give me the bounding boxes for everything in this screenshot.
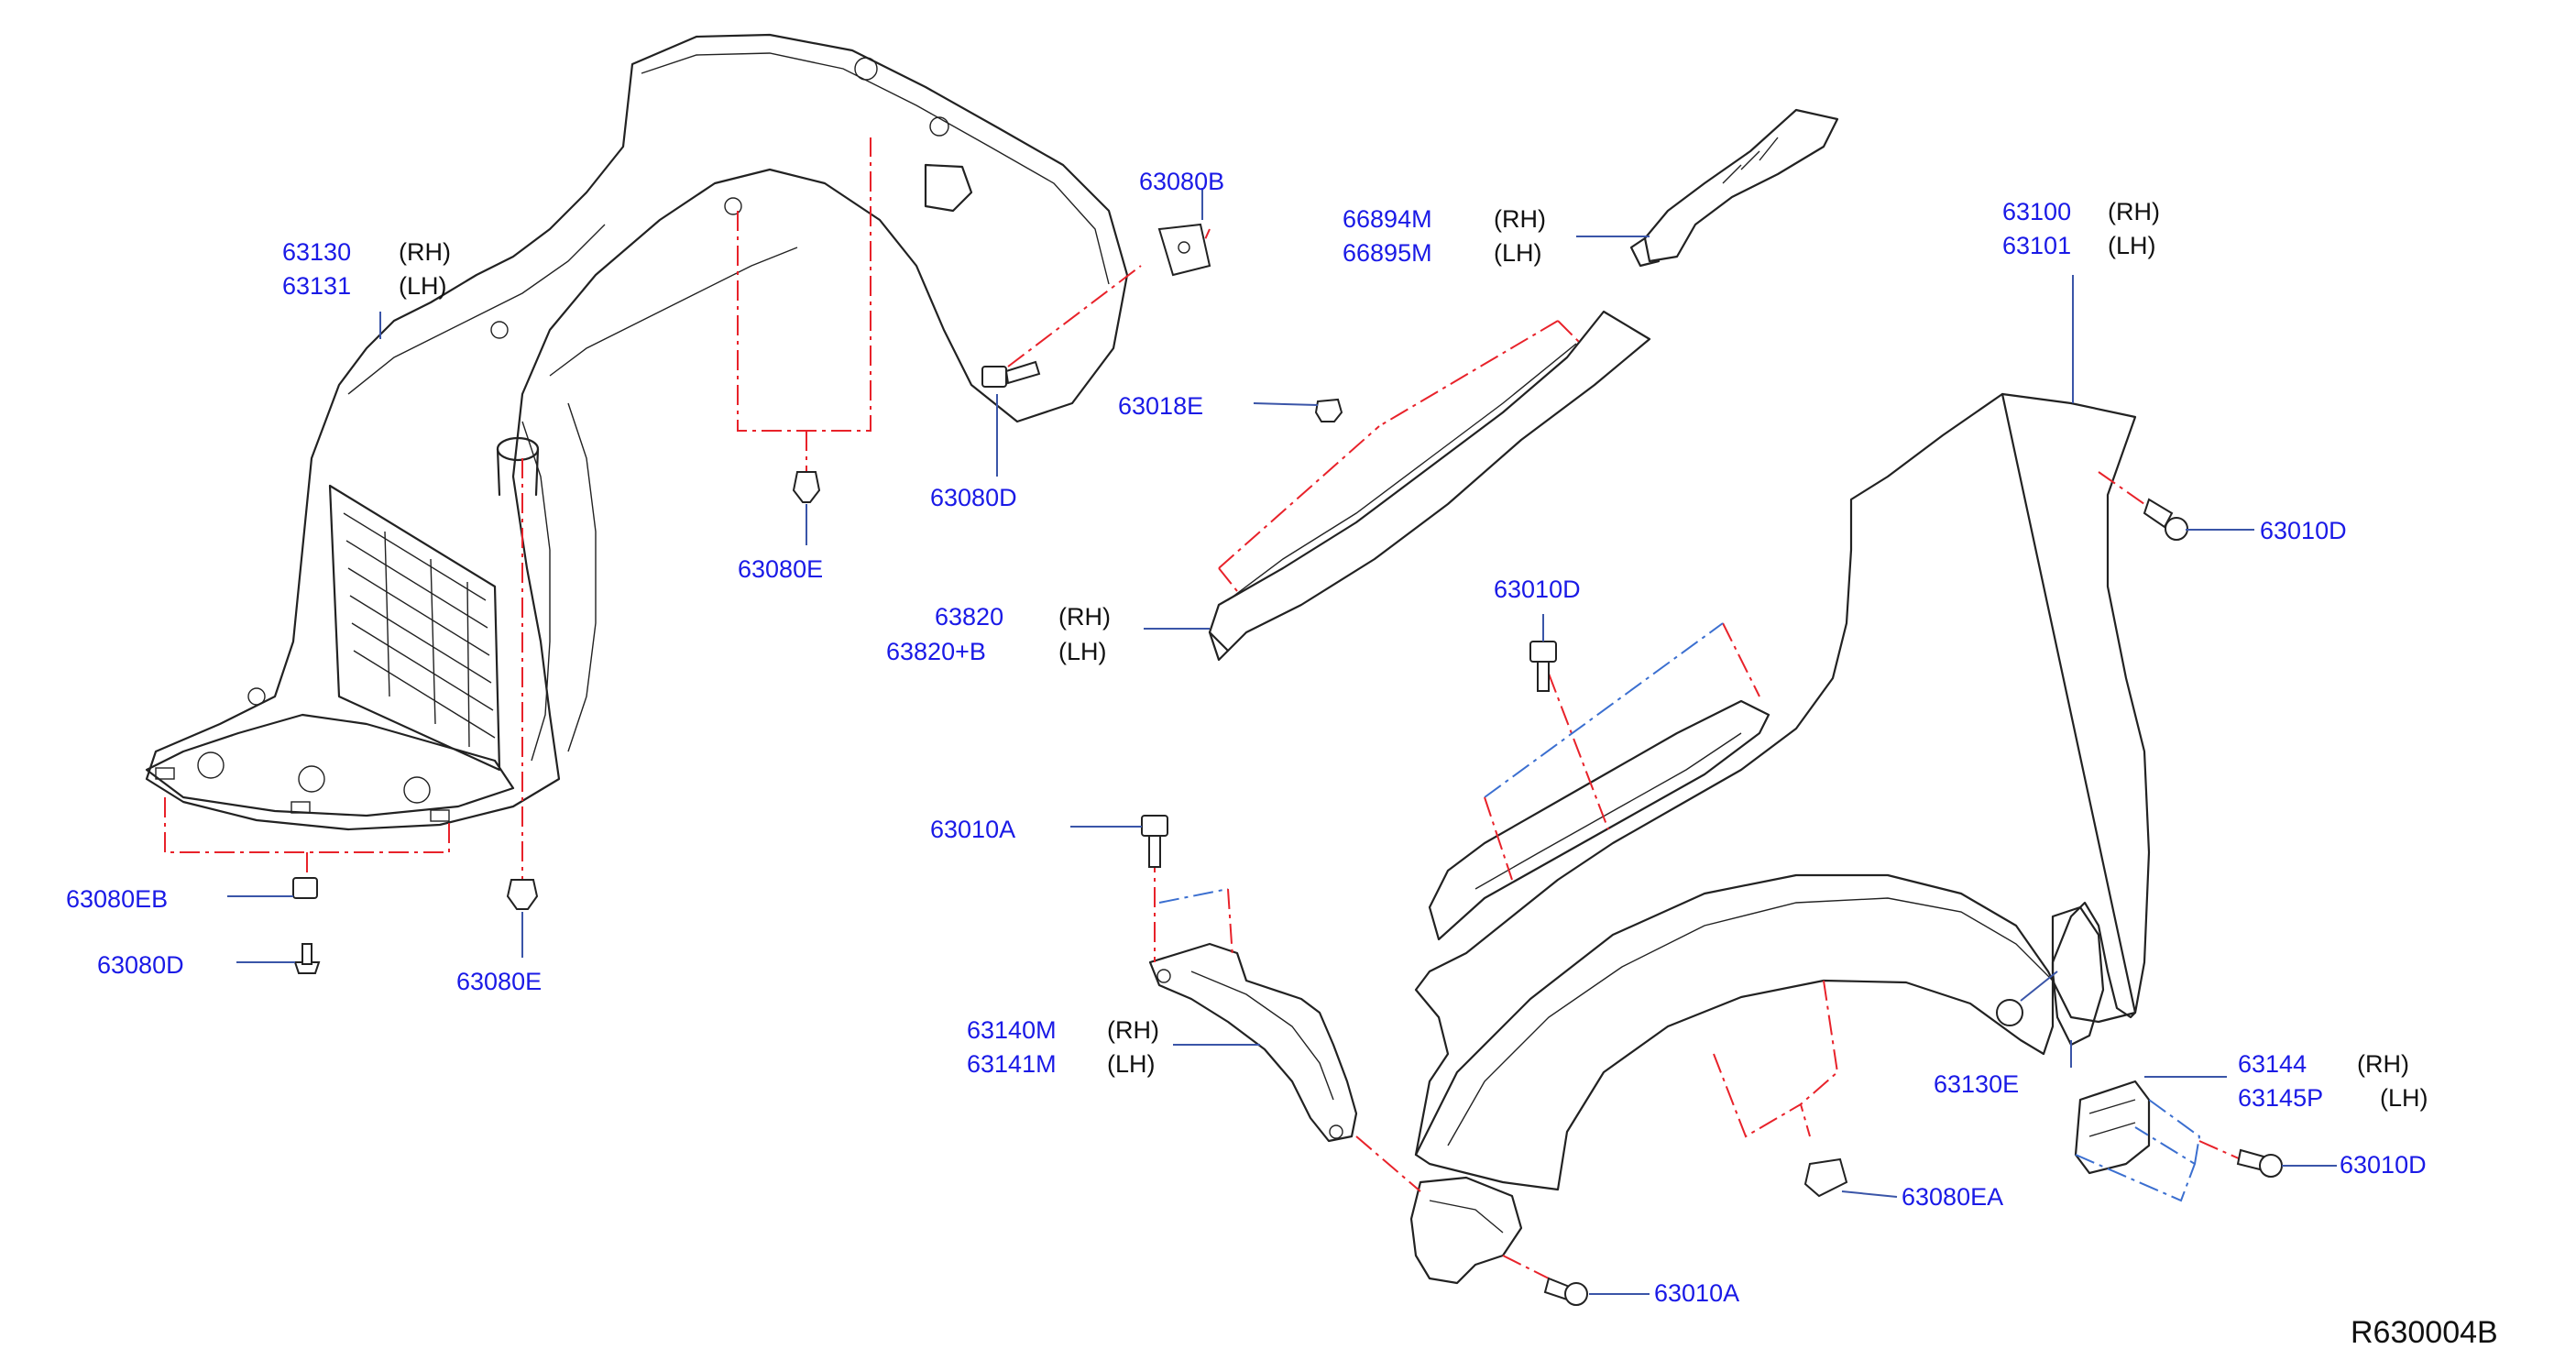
callout-63080d-bottom: 63080D xyxy=(97,951,184,979)
callout-66894m-lh: (LH) xyxy=(1494,239,1542,267)
callout-63010d-bottom-pn: 63010D xyxy=(2340,1151,2427,1179)
bolt-63010d-right-icon xyxy=(2143,498,2188,541)
callout-66894m: 66894M (RH) 66895M (LH) xyxy=(1343,205,1546,267)
fender-bracket-part xyxy=(1148,942,1358,1143)
clip-63080e-mid-icon xyxy=(792,471,821,503)
callout-63080b-pn: 63080B xyxy=(1139,168,1224,195)
leader-lines xyxy=(227,188,2337,1295)
fender-liner-part xyxy=(145,33,1129,831)
clip-63080e-bottom-icon xyxy=(506,879,539,910)
callout-63080e-mid: 63080E xyxy=(738,555,823,583)
callout-63100-lh: (LH) xyxy=(2108,232,2156,259)
callout-63080e-bottom-pn: 63080E xyxy=(456,968,542,995)
callout-63010d-bottom: 63010D xyxy=(2340,1151,2427,1179)
callout-66894m-pn-rh: 66894M xyxy=(1343,205,1432,233)
nut-63130e-icon xyxy=(1996,999,2023,1026)
rear-fender-bracket-part xyxy=(2074,1080,2151,1175)
callout-63010d-right: 63010D xyxy=(2260,517,2347,544)
callout-63100: 63100 (RH) 63101 (LH) xyxy=(2002,198,2160,259)
nut-63080eb-icon xyxy=(292,877,318,899)
callout-63080eb-pn: 63080EB xyxy=(66,885,168,913)
callout-63820-pn-rh: 63820 xyxy=(935,603,1003,631)
bolt-63010d-bottom-icon xyxy=(2236,1148,2283,1178)
assembly-centerlines xyxy=(164,137,2242,1284)
callout-63130e-pn: 63130E xyxy=(1934,1070,2019,1098)
callout-63144-pn-lh: 63145P xyxy=(2238,1084,2323,1112)
callout-63130-pn-lh: 63131 xyxy=(282,272,351,300)
bolt-63010d-mid-icon xyxy=(1529,641,1557,692)
callout-63080d-top: 63080D xyxy=(930,484,1017,511)
lower-front-bracket-part xyxy=(1409,1176,1523,1285)
fender-seal-strip-part xyxy=(1208,310,1651,662)
callout-63820-rh: (RH) xyxy=(1058,603,1111,631)
callout-63140m-lh: (LH) xyxy=(1107,1050,1156,1078)
screw-63080d-bottom-icon xyxy=(293,943,321,974)
callout-63140m-rh: (RH) xyxy=(1107,1016,1159,1044)
callout-63080d-bottom-pn: 63080D xyxy=(97,951,184,979)
callout-63010a-bottom-pn: 63010A xyxy=(1654,1279,1739,1307)
callout-63130-lh: (LH) xyxy=(399,272,447,300)
callout-63144-rh: (RH) xyxy=(2357,1050,2409,1078)
callout-63130: 63130 (RH) 63131 (LH) xyxy=(282,238,451,300)
callout-63140m: 63140M (RH) 63141M (LH) xyxy=(967,1016,1159,1078)
callout-63100-rh: (RH) xyxy=(2108,198,2160,225)
callout-63100-pn-lh: 63101 xyxy=(2002,232,2071,259)
callout-63080ea-pn: 63080EA xyxy=(1902,1183,2003,1211)
callout-63080ea: 63080EA xyxy=(1902,1183,2003,1211)
callout-63010a-mid-pn: 63010A xyxy=(930,816,1015,843)
callout-63080eb: 63080EB xyxy=(66,885,168,913)
callout-63080d-top-pn: 63080D xyxy=(930,484,1017,511)
callout-63080e-mid-pn: 63080E xyxy=(738,555,823,583)
callout-63820-pn-lh: 63820+B xyxy=(886,638,986,665)
callout-66894m-pn-lh: 66895M xyxy=(1343,239,1432,267)
callout-63140m-pn-lh: 63141M xyxy=(967,1050,1057,1078)
callout-63010a-bottom: 63010A xyxy=(1654,1279,1739,1307)
callout-63144-lh: (LH) xyxy=(2380,1084,2428,1112)
diagram-reference-code: R630004B xyxy=(2351,1315,2498,1350)
callout-63820-lh: (LH) xyxy=(1058,638,1107,665)
callout-63820: 63820 (RH) 63820+B (LH) xyxy=(886,603,1111,665)
clip-63080b-icon xyxy=(1157,223,1211,277)
callout-63010d-right-pn: 63010D xyxy=(2260,517,2347,544)
clip-63080ea-icon xyxy=(1803,1157,1848,1198)
callout-63130-pn-rh: 63130 xyxy=(282,238,351,266)
callout-63100-pn-rh: 63100 xyxy=(2002,198,2071,225)
bolt-63010a-mid-icon xyxy=(1141,815,1168,868)
callout-63010d-mid: 63010D xyxy=(1494,576,1581,603)
callout-63130e: 63130E xyxy=(1934,1070,2019,1098)
callout-63018e: 63018E xyxy=(1118,392,1203,420)
bolt-63010a-bottom-icon xyxy=(1543,1277,1588,1306)
callout-66894m-rh: (RH) xyxy=(1494,205,1546,233)
callout-63018e-pn: 63018E xyxy=(1118,392,1203,420)
callout-63144-pn-rh: 63144 xyxy=(2238,1050,2307,1078)
callout-63080e-bottom: 63080E xyxy=(456,968,542,995)
clip-63018e-icon xyxy=(1314,398,1343,422)
fastener-icons xyxy=(292,223,2283,1306)
callout-63130-rh: (RH) xyxy=(399,238,451,266)
callout-63144: 63144 (RH) 63145P (LH) xyxy=(2238,1050,2428,1112)
callout-63080b: 63080B xyxy=(1139,168,1224,195)
front-fender-part xyxy=(1414,392,2151,1191)
callout-63140m-pn-rh: 63140M xyxy=(967,1016,1057,1044)
callout-63010a-mid: 63010A xyxy=(930,816,1015,843)
callout-63010d-mid-pn: 63010D xyxy=(1494,576,1581,603)
bolt-63080d-top-icon xyxy=(981,360,1041,388)
garnish-bracket-part xyxy=(1629,108,1839,268)
